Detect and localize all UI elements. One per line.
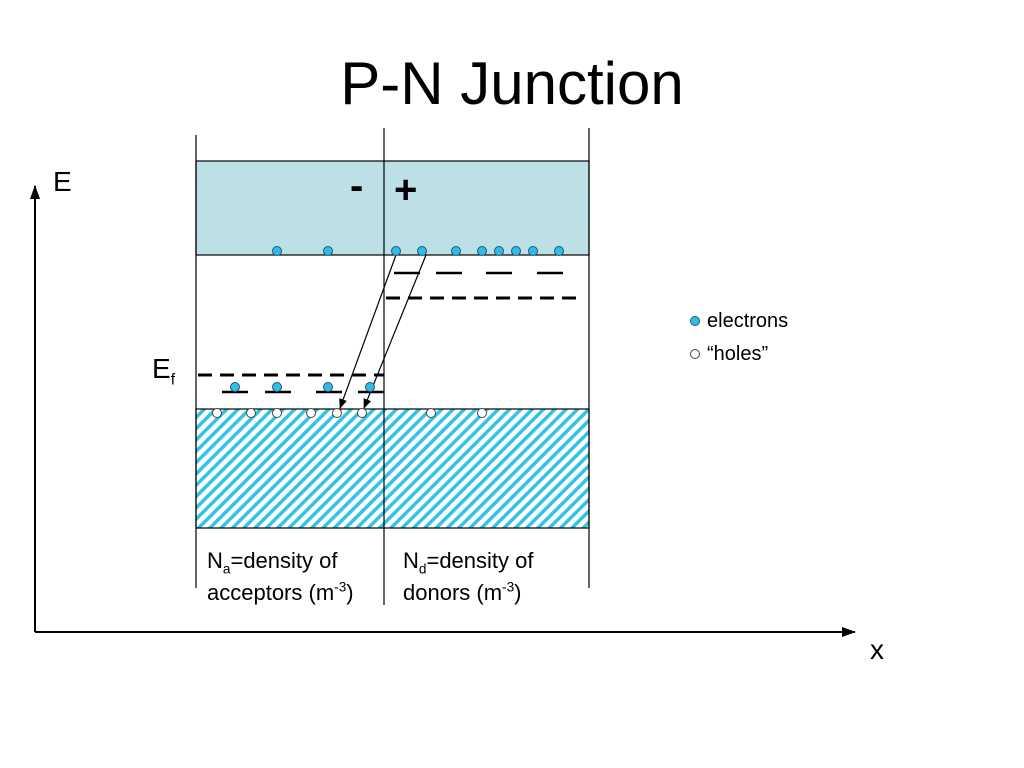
electron bbox=[272, 246, 282, 256]
donor-density-label: Nd=density of donors (m-3) bbox=[403, 548, 533, 606]
electron bbox=[451, 246, 461, 256]
hole bbox=[246, 408, 256, 418]
y-axis-label: E bbox=[53, 166, 72, 197]
hole bbox=[426, 408, 436, 418]
valence-band bbox=[195, 408, 590, 529]
electron bbox=[323, 246, 333, 256]
n-side-charge: + bbox=[394, 168, 418, 212]
x-axis-label: x bbox=[870, 634, 884, 665]
fermi-symbol: E bbox=[152, 353, 171, 384]
valence-holes bbox=[212, 408, 487, 418]
acceptor-unit-exponent: -3 bbox=[334, 579, 347, 595]
legend-item-holes: “holes” bbox=[689, 342, 768, 366]
acceptor-electrons bbox=[230, 382, 375, 392]
electron bbox=[365, 382, 375, 392]
electron bbox=[511, 246, 521, 256]
donor-unit-prefix: donors (m bbox=[403, 580, 503, 605]
transfer-arrow bbox=[363, 254, 427, 409]
hole bbox=[306, 408, 316, 418]
electron bbox=[272, 382, 282, 392]
acceptor-unit-suffix: ) bbox=[346, 580, 354, 605]
electron bbox=[494, 246, 504, 256]
transfer-arrow bbox=[339, 254, 397, 409]
fermi-subscript: f bbox=[170, 371, 175, 389]
hole bbox=[212, 408, 222, 418]
hole bbox=[272, 408, 282, 418]
acceptor-subscript: a bbox=[222, 561, 231, 577]
donor-text: =density of bbox=[426, 548, 534, 573]
electron bbox=[230, 382, 240, 392]
electron bbox=[554, 246, 564, 256]
slide-title: P-N Junction bbox=[340, 50, 684, 117]
legend-label: electrons bbox=[707, 310, 789, 332]
donor-symbol: N bbox=[403, 548, 419, 573]
electron bbox=[477, 246, 487, 256]
conduction-electrons bbox=[272, 246, 564, 256]
p-side-charge: - bbox=[350, 164, 364, 208]
fermi-level-label: Ef bbox=[152, 353, 175, 388]
donor-unit-suffix: ) bbox=[514, 580, 522, 605]
acceptor-unit-prefix: acceptors (m bbox=[207, 580, 335, 605]
acceptor-text: =density of bbox=[230, 548, 338, 573]
hole-marker-icon bbox=[690, 349, 700, 359]
electron bbox=[528, 246, 538, 256]
hole bbox=[477, 408, 487, 418]
donor-unit-exponent: -3 bbox=[502, 579, 515, 595]
electron bbox=[323, 382, 333, 392]
electron bbox=[391, 246, 401, 256]
donor-subscript: d bbox=[418, 561, 427, 577]
legend-item-electrons: electrons bbox=[689, 309, 788, 333]
hole bbox=[332, 408, 342, 418]
electron bbox=[417, 246, 427, 256]
conduction-band bbox=[195, 160, 590, 256]
electron-marker-icon bbox=[690, 316, 700, 326]
acceptor-density-label: Na=density of acceptors (m-3) bbox=[207, 548, 354, 606]
acceptor-symbol: N bbox=[207, 548, 223, 573]
legend-label: “holes” bbox=[707, 343, 769, 365]
hole bbox=[357, 408, 367, 418]
